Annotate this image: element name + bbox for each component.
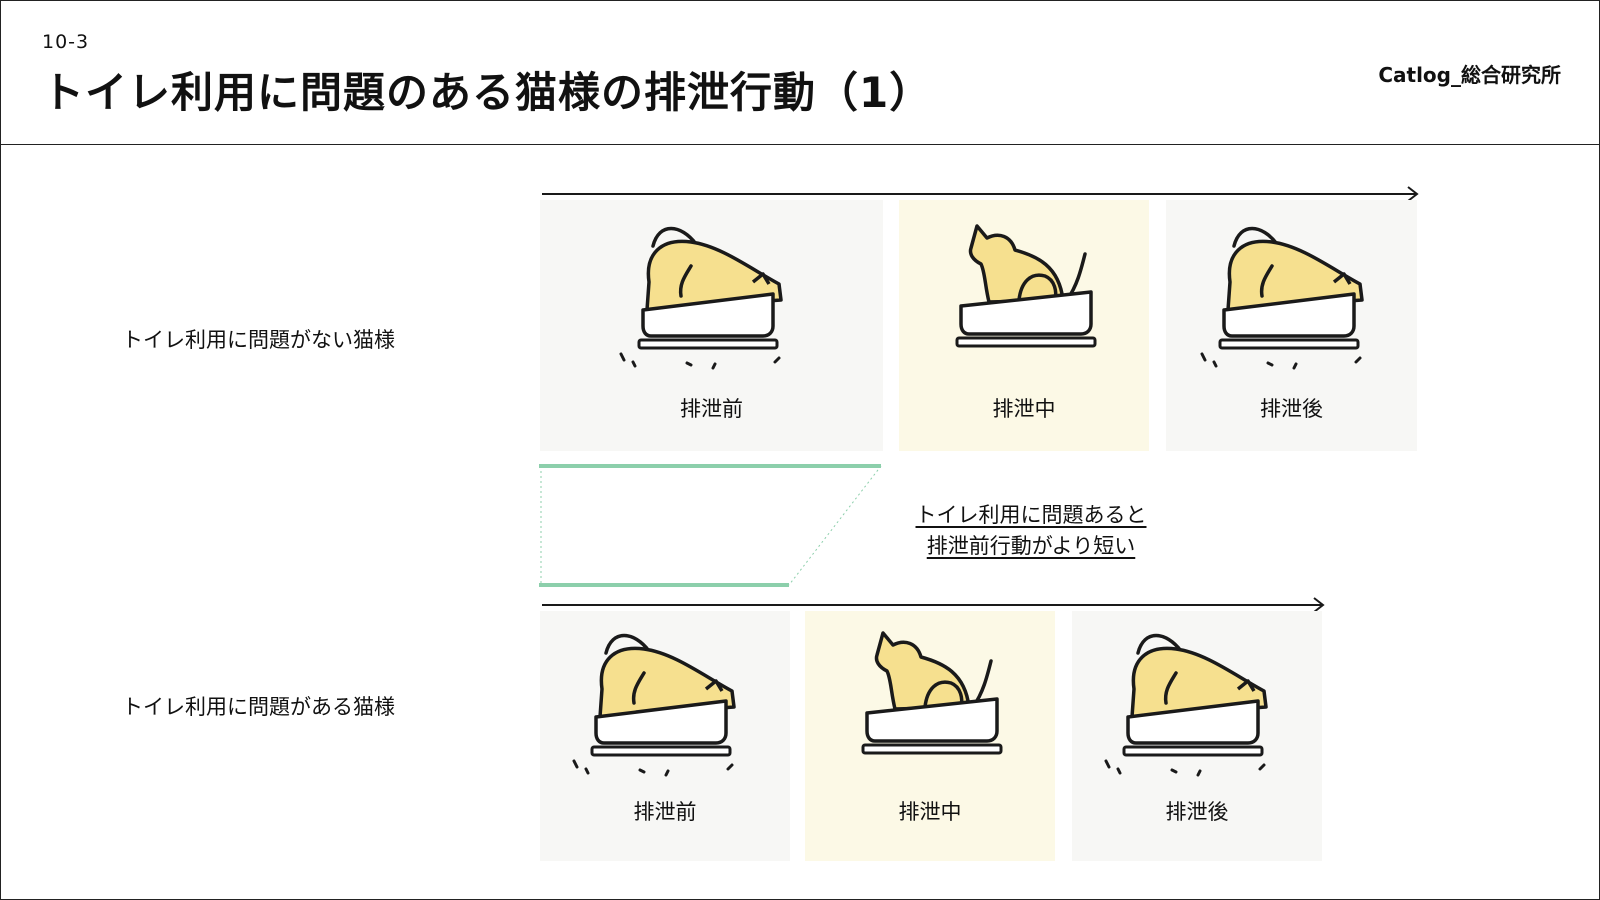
timeline-arrow-normal <box>542 186 1419 202</box>
note-line-1: トイレ利用に問題あると <box>915 503 1147 527</box>
brand-logo-text: Catlog_総合研究所 <box>1378 63 1561 87</box>
comparison-note: トイレ利用に問題あると 排泄前行動がより短い <box>881 500 1181 562</box>
timeline-arrow-problem <box>542 597 1325 613</box>
row-label-normal: トイレ利用に問題がない猫様 <box>122 328 395 352</box>
cat-sitting-in-litter-box-icon <box>861 631 1003 755</box>
phase-label-normal-during: 排泄中 <box>992 397 1056 421</box>
note-line-2: 排泄前行動がより短い <box>926 534 1136 558</box>
slide-header: 10-3 トイレ利用に問題のある猫様の排泄行動（1） Catlog_総合研究所 <box>1 1 1600 145</box>
panel-problem-during: 排泄中 <box>805 611 1055 861</box>
phase-label-problem-before: 排泄前 <box>633 800 697 824</box>
comparison-bracket <box>539 464 882 587</box>
phase-label-normal-after: 排泄後 <box>1260 397 1323 421</box>
phase-label-problem-during: 排泄中 <box>898 800 962 824</box>
slide-title: トイレ利用に問題のある猫様の排泄行動（1） <box>42 68 933 117</box>
panel-normal-before: 排泄前 <box>540 200 883 451</box>
cat-sitting-in-litter-box-icon <box>955 224 1097 348</box>
section-number: 10-3 <box>42 31 90 53</box>
panel-normal-after: 排泄後 <box>1166 200 1417 451</box>
phase-label-problem-after: 排泄後 <box>1165 800 1229 824</box>
phase-label-normal-before: 排泄前 <box>680 397 743 421</box>
cat-covering-in-litter-box-icon <box>1104 633 1268 777</box>
panel-problem-before: 排泄前 <box>540 611 790 861</box>
cat-digging-in-litter-box-icon <box>619 226 783 370</box>
cat-digging-in-litter-box-icon <box>572 633 736 777</box>
cat-covering-in-litter-box-icon <box>1200 226 1364 370</box>
panel-problem-after: 排泄後 <box>1072 611 1322 861</box>
panel-normal-during: 排泄中 <box>899 200 1149 451</box>
row-label-problem: トイレ利用に問題がある猫様 <box>122 695 395 719</box>
